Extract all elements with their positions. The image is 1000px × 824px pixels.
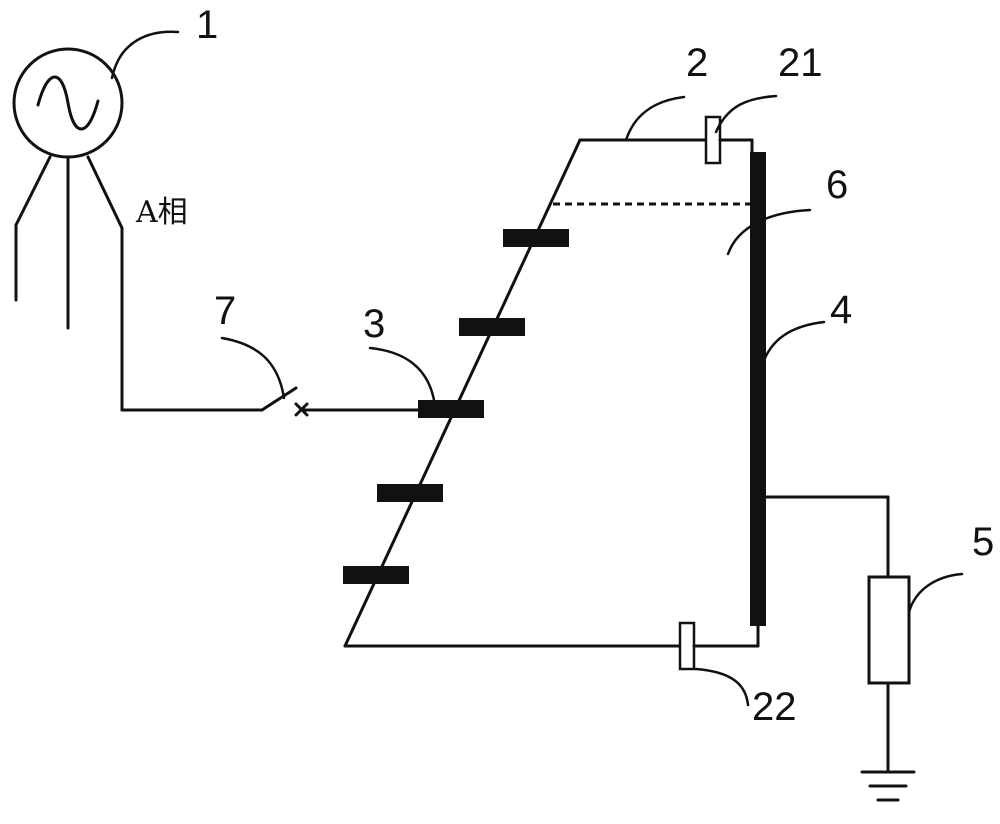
label-5: 5 bbox=[972, 520, 994, 564]
resistor-branch bbox=[764, 495, 911, 772]
capacitor-22 bbox=[678, 621, 760, 671]
tap-block bbox=[459, 318, 525, 336]
label-6: 6 bbox=[826, 163, 848, 207]
label-7: 7 bbox=[214, 289, 236, 333]
label-3: 3 bbox=[363, 302, 385, 346]
tap-blocks bbox=[343, 229, 569, 584]
ac-source bbox=[12, 47, 124, 412]
tap-block bbox=[343, 566, 409, 584]
tap-block bbox=[377, 484, 443, 502]
ground-icon bbox=[860, 770, 916, 802]
capacitor-21 bbox=[704, 115, 754, 165]
leader-lines bbox=[110, 30, 964, 707]
sine-wave-icon bbox=[36, 75, 100, 131]
electrode-bar bbox=[750, 152, 766, 626]
tap-block bbox=[503, 229, 569, 247]
breaker-switch bbox=[260, 386, 420, 417]
label-2: 2 bbox=[686, 41, 708, 85]
label-1: 1 bbox=[196, 3, 218, 47]
phase-label: A相 bbox=[135, 195, 188, 230]
tap-block bbox=[418, 400, 484, 418]
label-22: 22 bbox=[752, 685, 797, 729]
label-4: 4 bbox=[830, 288, 852, 332]
slanted-winding bbox=[343, 138, 708, 648]
label-21: 21 bbox=[778, 41, 823, 85]
resistor bbox=[867, 575, 911, 685]
